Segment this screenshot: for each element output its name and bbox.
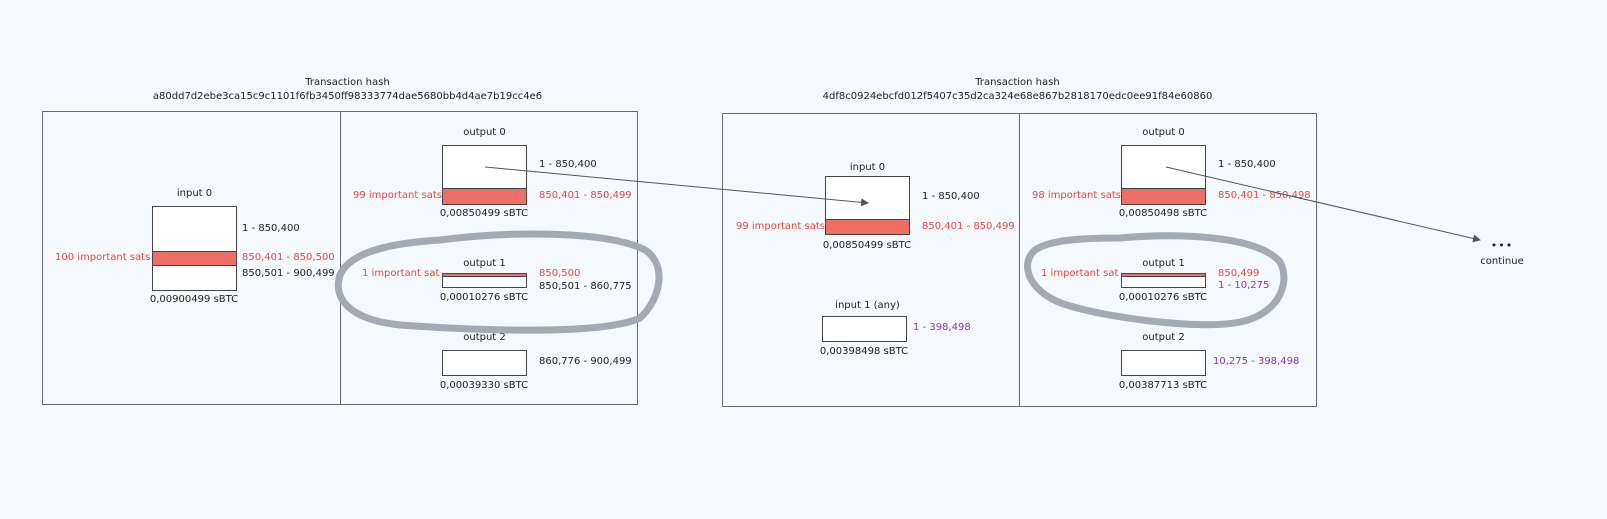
- tx1-output2-range: 860,776 - 900,499: [539, 356, 632, 367]
- tx2-output2-box[interactable]: [1121, 350, 1206, 376]
- tx2-output0-title: output 0: [1142, 127, 1185, 138]
- tx2-output2-amount: 0,00387713 sBTC: [1118, 380, 1208, 391]
- tx2-output0-important-band: [1121, 188, 1206, 205]
- tx2-hash-label: Transaction hash: [975, 77, 1060, 88]
- tx1-input0-important-band: [152, 251, 237, 266]
- tx2-input1-amount: 0,00398498 sBTC: [819, 346, 909, 357]
- tx2-output0-to-continue-arrow: [1165, 166, 1481, 243]
- tx1-output0-range-top: 1 - 850,400: [539, 159, 597, 170]
- tx1-output2-box[interactable]: [442, 350, 527, 376]
- tx1-output0-amount: 0,00850499 sBTC: [439, 208, 529, 219]
- tx1-output1-important-band: [442, 273, 527, 277]
- tx1-input0-title: input 0: [176, 188, 213, 199]
- tx2-output0-amount: 0,00850498 sBTC: [1118, 208, 1208, 219]
- tx1-input0-range-top: 1 - 850,400: [242, 223, 300, 234]
- tx2-output1-range-bot: 1 - 10,275: [1218, 280, 1270, 291]
- tx2-output1-amount: 0,00010276 sBTC: [1118, 292, 1208, 303]
- tx2-input1-title: input 1 (any): [835, 300, 900, 311]
- tx2-output0-range-top: 1 - 850,400: [1218, 159, 1276, 170]
- tx1-output0-important-band: [442, 188, 527, 205]
- tx2-input0-amount: 0,00850499 sBTC: [822, 240, 912, 251]
- tx2-input1-box[interactable]: [822, 316, 907, 342]
- tx1-input0-box[interactable]: [152, 206, 237, 291]
- tx2-input0-important-band: [825, 219, 910, 235]
- tx1-output1-important-label: 1 important sat: [362, 268, 440, 279]
- tx2-output1-highlight-ellipse: [1024, 232, 1288, 329]
- tx1-output2-title: output 2: [463, 332, 506, 343]
- tx1-outputs-panel: [340, 111, 638, 405]
- tx2-outputs-panel: [1019, 113, 1317, 407]
- tx2-input0-important-label: 99 important sats: [736, 221, 825, 232]
- tx2-output1-title: output 1: [1142, 258, 1185, 269]
- continue-dots-icon[interactable]: •••: [1490, 239, 1514, 252]
- tx2-output2-range: 10,275 - 398,498: [1213, 356, 1300, 367]
- tx1-output0-title: output 0: [463, 127, 506, 138]
- tx2-input0-range-top: 1 - 850,400: [922, 191, 980, 202]
- tx1-hash-label: Transaction hash: [305, 77, 390, 88]
- tx1-hash[interactable]: a80dd7d2ebe3ca15c9c1101f6fb3450ff9833377…: [152, 91, 543, 102]
- tx1-input0-amount: 0,00900499 sBTC: [149, 294, 239, 305]
- tx1-output1-amount: 0,00010276 sBTC: [439, 292, 529, 303]
- tx1-output2-amount: 0,00039330 sBTC: [439, 380, 529, 391]
- tx1-input0-range-bot: 850,501 - 900,499: [242, 268, 335, 279]
- tx1-output1-title: output 1: [463, 258, 506, 269]
- tx2-output2-title: output 2: [1142, 332, 1185, 343]
- tx2-input0-range-mid: 850,401 - 850,499: [922, 221, 1015, 232]
- tx1-output1-highlight-ellipse: [334, 230, 663, 334]
- tx1-input0-important-label: 100 important sats: [55, 252, 151, 263]
- tx1-output0-range-mid: 850,401 - 850,499: [539, 190, 632, 201]
- tx2-output1-range-top: 850,499: [1218, 268, 1260, 279]
- tx2-output0-important-label: 98 important sats: [1032, 190, 1121, 201]
- tx1-output0-important-label: 99 important sats: [353, 190, 442, 201]
- tx2-output1-important-label: 1 important sat: [1041, 268, 1119, 279]
- continue-label[interactable]: continue: [1480, 256, 1524, 267]
- tx1-input0-range-mid: 850,401 - 850,500: [242, 252, 335, 263]
- tx1-output1-range-bot: 850,501 - 860,775: [539, 281, 632, 292]
- tx2-input0-title: input 0: [849, 162, 886, 173]
- tx1-output0-to-tx2-input0-arrow: [484, 166, 869, 207]
- tx2-input1-range: 1 - 398,498: [913, 322, 971, 333]
- tx2-output0-range-mid: 850,401 - 850,498: [1218, 190, 1311, 201]
- tx2-output1-important-band: [1121, 273, 1206, 277]
- tx1-output1-range-top: 850,500: [539, 268, 581, 279]
- tx2-hash[interactable]: 4df8c0924ebcfd012f5407c35d2ca324e68e867b…: [822, 91, 1213, 102]
